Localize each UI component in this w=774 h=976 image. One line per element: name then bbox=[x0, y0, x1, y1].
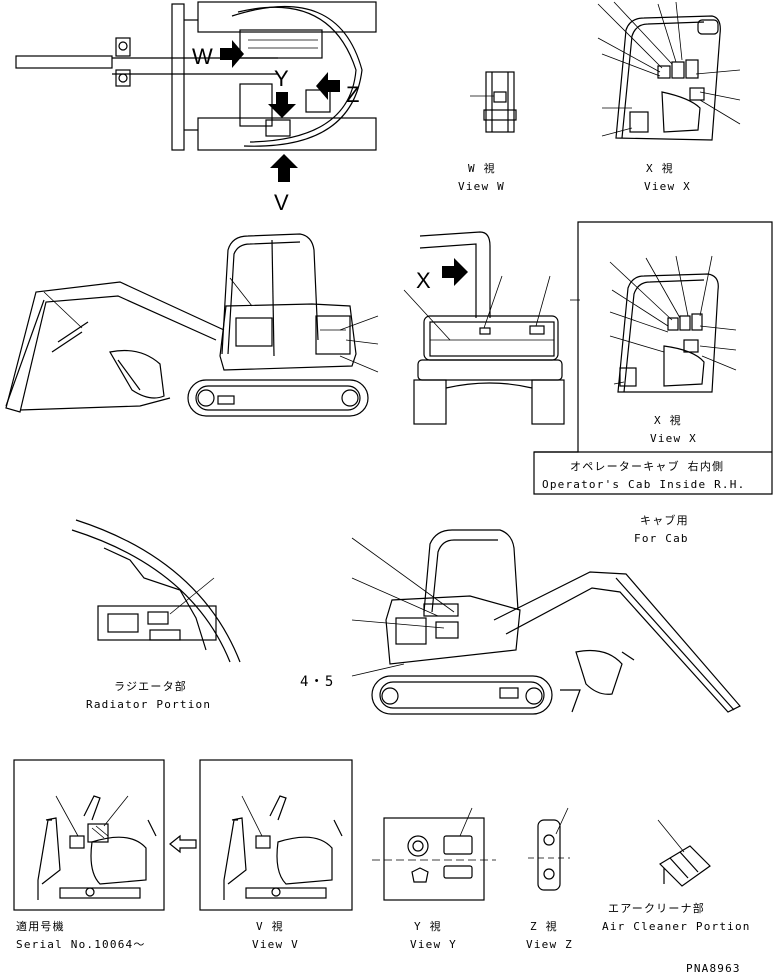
serial-label-en: Serial No.10064～ bbox=[16, 938, 146, 951]
view-w-label-en: View W bbox=[458, 180, 505, 193]
arrow-letter-y: Y bbox=[274, 66, 289, 91]
plan-view: W Y Z V bbox=[15, 1, 377, 215]
for-cab-figure: キャブ用 For Cab 4・5 bbox=[300, 513, 741, 715]
serial-figure: 適用号機 Serial No.10064～ bbox=[13, 759, 165, 951]
for-cab-label-jp: キャブ用 bbox=[640, 513, 689, 527]
view-z-label-jp: Z 視 bbox=[530, 919, 558, 933]
air-cleaner-figure: エアークリーナ部 Air Cleaner Portion bbox=[602, 819, 751, 933]
view-v-figure: V 視 View V bbox=[199, 759, 353, 951]
view-v-label-jp: V 視 bbox=[256, 919, 284, 933]
arrow-letter-v: V bbox=[274, 190, 289, 215]
view-x-top-figure: X 視 View X bbox=[597, 1, 741, 193]
view-y-figure: Y 視 View Y bbox=[372, 807, 496, 951]
drawing-code: PNA8963 bbox=[686, 962, 741, 975]
callout-4-5: 4・5 bbox=[300, 674, 334, 690]
arrow-letter-z: Z bbox=[346, 82, 359, 107]
for-cab-label-en: For Cab bbox=[634, 532, 689, 545]
air-cleaner-label-jp: エアークリーナ部 bbox=[608, 901, 705, 915]
view-w-figure: W 視 View W bbox=[458, 71, 517, 193]
view-y-label-en: View Y bbox=[410, 938, 457, 951]
view-x-box-label-en: View X bbox=[650, 432, 697, 445]
view-x-top-label-en: View X bbox=[644, 180, 691, 193]
radiator-label-jp: ラジエータ部 bbox=[114, 679, 187, 693]
view-z-label-en: View Z bbox=[526, 938, 573, 951]
rear-view-figure: X bbox=[403, 231, 580, 425]
view-v-label-en: View V bbox=[252, 938, 299, 951]
arrow-letter-x: X bbox=[416, 268, 431, 293]
view-y-label-jp: Y 視 bbox=[414, 919, 442, 933]
arrow-letter-w: W bbox=[192, 44, 213, 69]
radiator-figure: ラジエータ部 Radiator Portion bbox=[71, 519, 241, 711]
left-arrow-icon bbox=[169, 834, 197, 854]
cab-box-title-en: Operator's Cab Inside R.H. bbox=[542, 478, 745, 491]
view-x-top-label-jp: X 視 bbox=[646, 161, 674, 175]
view-w-label-jp: W 視 bbox=[468, 161, 496, 175]
serial-label-jp: 適用号機 bbox=[16, 919, 65, 933]
view-x-box-label-jp: X 視 bbox=[654, 413, 682, 427]
cab-box-title-jp: オペレーターキャブ 右内側 bbox=[570, 459, 724, 473]
air-cleaner-label-en: Air Cleaner Portion bbox=[602, 920, 751, 933]
side-view-figure bbox=[5, 233, 379, 417]
radiator-label-en: Radiator Portion bbox=[86, 698, 211, 711]
view-z-figure: Z 視 View Z bbox=[526, 807, 573, 951]
cab-inside-box: X 視 View X オペレーターキャブ 右内側 Operator's Cab … bbox=[533, 221, 773, 495]
